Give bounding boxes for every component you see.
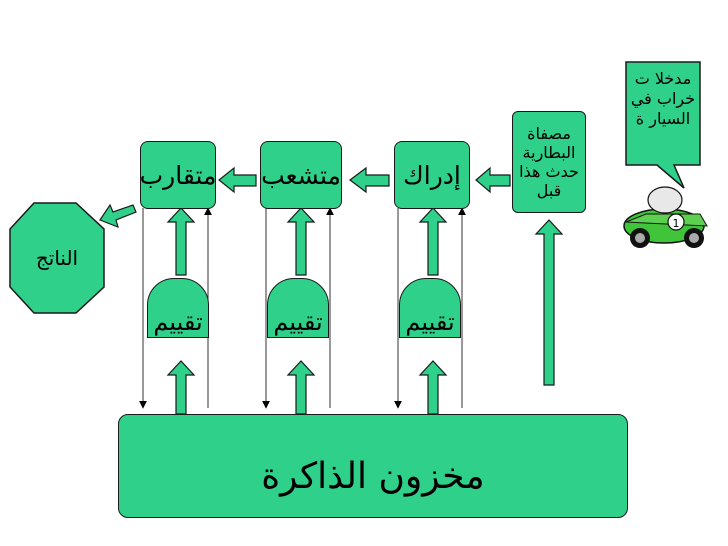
inputs-note-label: مدخلا ت خراب في السيار ة bbox=[630, 69, 696, 128]
block-arrow-up bbox=[166, 360, 196, 415]
stage-label: متقارب bbox=[139, 160, 217, 190]
block-arrow-left bbox=[349, 166, 390, 194]
block-arrow-up bbox=[286, 207, 316, 276]
block-arrow-up bbox=[166, 207, 196, 276]
block-arrow-up bbox=[418, 360, 448, 415]
block-arrow-up bbox=[286, 360, 316, 415]
gate-label: تقييم bbox=[153, 308, 203, 336]
filter-label: مصفاة البطارية حدث هذا قبل bbox=[519, 124, 579, 200]
car-number: 1 bbox=[673, 217, 680, 230]
block-arrow-up bbox=[534, 219, 564, 386]
gate-label: تقييم bbox=[405, 308, 455, 336]
output-label: الناتج bbox=[35, 246, 79, 270]
stage-divergent: متشعب bbox=[260, 141, 342, 209]
gate-label: تقييم bbox=[273, 308, 323, 336]
memory-store: مخزون الذاكرة bbox=[118, 414, 628, 518]
gate-evaluation-left: تقييم bbox=[147, 278, 209, 338]
block-arrow-output bbox=[99, 203, 137, 228]
stage-perception: إدراك bbox=[394, 141, 470, 209]
block-arrow-left bbox=[475, 166, 511, 194]
car-icon bbox=[623, 186, 708, 248]
filter-box: مصفاة البطارية حدث هذا قبل bbox=[512, 111, 586, 213]
block-arrow-left bbox=[218, 166, 257, 194]
stage-label: إدراك bbox=[403, 160, 461, 190]
stage-label: متشعب bbox=[261, 160, 341, 190]
stage-convergent: متقارب bbox=[140, 141, 216, 209]
memory-label: مخزون الذاكرة bbox=[261, 455, 485, 497]
inputs-note-callout bbox=[625, 61, 701, 189]
gate-evaluation-middle: تقييم bbox=[267, 278, 329, 338]
output-octagon bbox=[9, 202, 105, 314]
gate-evaluation-right: تقييم bbox=[399, 278, 461, 338]
block-arrow-up bbox=[418, 207, 448, 276]
